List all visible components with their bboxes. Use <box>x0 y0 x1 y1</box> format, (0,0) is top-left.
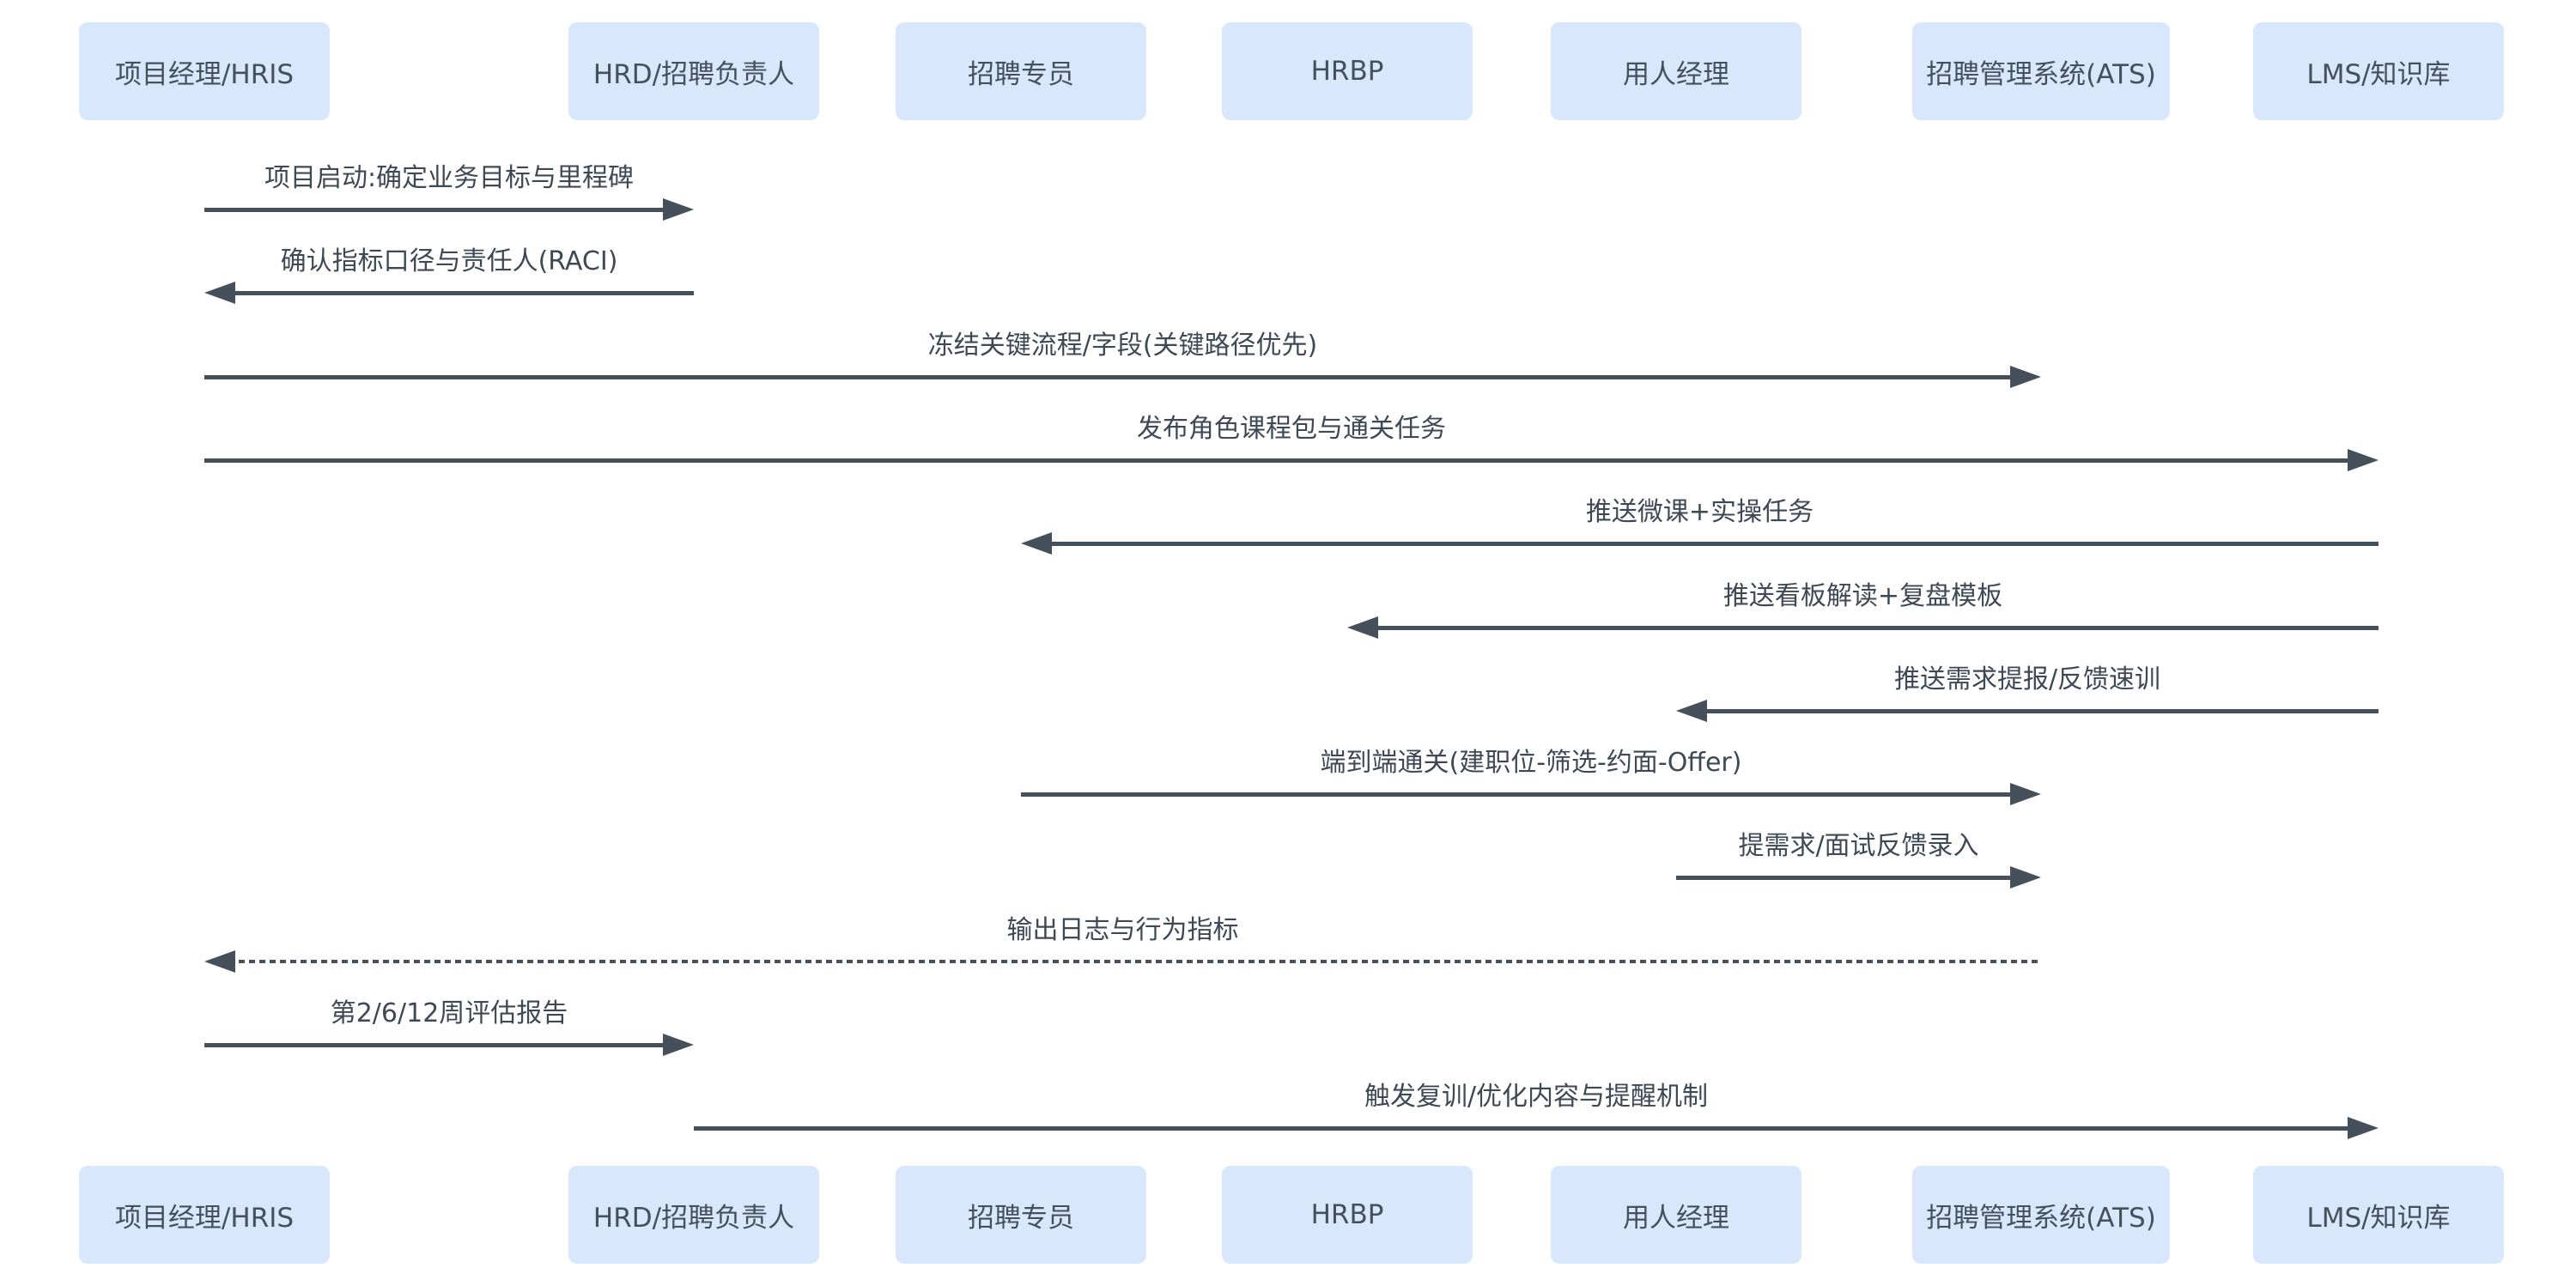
arrowhead-icon-2 <box>2010 366 2041 388</box>
message-label-0: 项目启动:确定业务目标与里程碑 <box>264 163 635 193</box>
actor-box-top-hiring-manager: 用人经理 <box>1551 22 1801 120</box>
message-line-3 <box>204 458 2354 463</box>
message-line-11 <box>694 1126 2354 1131</box>
message-line-7 <box>1021 792 2017 797</box>
arrowhead-icon-3 <box>2348 449 2379 471</box>
message-label-7: 端到端通关(建职位-筛选-约面-Offer) <box>1320 748 1742 778</box>
actor-label: 用人经理 <box>1623 1202 1729 1234</box>
actor-box-top-recruiter: 招聘专员 <box>896 22 1146 120</box>
actor-label: HRD/招聘负责人 <box>592 58 795 90</box>
message-line-0 <box>204 208 670 212</box>
actor-box-bottom-hrbp: HRBP <box>1222 1166 1473 1264</box>
message-label-10: 第2/6/12周评估报告 <box>330 998 568 1028</box>
message-label-6: 推送需求提报/反馈速训 <box>1893 664 2161 695</box>
actor-label: HRBP <box>1310 1199 1384 1230</box>
arrowhead-icon-1 <box>204 282 235 304</box>
arrowhead-icon-0 <box>663 198 694 221</box>
actor-box-top-lms-knowledge-base: LMS/知识库 <box>2253 22 2504 120</box>
arrowhead-icon-8 <box>2010 866 2041 889</box>
message-label-11: 触发复训/优化内容与提醒机制 <box>1364 1082 1709 1112</box>
arrowhead-icon-9 <box>204 950 235 973</box>
arrowhead-icon-6 <box>1676 700 1707 722</box>
actor-box-top-hrd-recruit-lead: HRD/招聘负责人 <box>568 22 819 120</box>
message-label-2: 冻结关键流程/字段(关键路径优先) <box>927 331 1318 361</box>
actor-label: LMS/知识库 <box>2306 58 2451 90</box>
message-label-1: 确认指标口径与责任人(RACI) <box>280 246 618 276</box>
actor-label: LMS/知识库 <box>2306 1202 2451 1234</box>
message-line-8 <box>1676 876 2017 880</box>
message-label-4: 推送微课+实操任务 <box>1585 497 1814 527</box>
actor-label: 招聘管理系统(ATS) <box>1926 58 2156 90</box>
arrowhead-icon-4 <box>1021 532 1052 555</box>
actor-box-top-ats: 招聘管理系统(ATS) <box>1912 22 2170 120</box>
actor-label: 招聘专员 <box>968 1202 1074 1234</box>
message-line-1 <box>228 291 694 295</box>
actor-label: HRD/招聘负责人 <box>592 1202 795 1234</box>
actor-label: HRBP <box>1310 56 1384 87</box>
actor-label: 招聘管理系统(ATS) <box>1926 1202 2156 1234</box>
actor-box-top-hrbp: HRBP <box>1222 22 1473 120</box>
actor-box-bottom-lms-knowledge-base: LMS/知识库 <box>2253 1166 2504 1264</box>
message-line-5 <box>1371 626 2379 630</box>
actor-label: 项目经理/HRIS <box>114 58 295 90</box>
message-line-10 <box>204 1043 670 1047</box>
message-line-9 <box>228 960 2041 963</box>
actor-box-bottom-hiring-manager: 用人经理 <box>1551 1166 1801 1264</box>
message-label-9: 输出日志与行为指标 <box>1006 915 1239 945</box>
message-label-8: 提需求/面试反馈录入 <box>1738 831 1979 861</box>
arrowhead-icon-7 <box>2010 783 2041 805</box>
message-label-5: 推送看板解读+复盘模板 <box>1722 581 2003 611</box>
message-line-4 <box>1045 542 2379 546</box>
actor-box-bottom-recruiter: 招聘专员 <box>896 1166 1146 1264</box>
actor-label: 用人经理 <box>1623 58 1729 90</box>
arrowhead-icon-10 <box>663 1034 694 1056</box>
message-line-6 <box>1700 709 2379 713</box>
actor-box-top-pm-hris: 项目经理/HRIS <box>79 22 330 120</box>
actor-box-bottom-ats: 招聘管理系统(ATS) <box>1912 1166 2170 1264</box>
actor-box-bottom-pm-hris: 项目经理/HRIS <box>79 1166 330 1264</box>
message-label-3: 发布角色课程包与通关任务 <box>1137 414 1446 444</box>
message-line-2 <box>204 375 2017 379</box>
actor-label: 招聘专员 <box>968 58 1074 90</box>
actor-label: 项目经理/HRIS <box>114 1202 295 1234</box>
arrowhead-icon-5 <box>1347 616 1378 639</box>
arrowhead-icon-11 <box>2348 1117 2379 1139</box>
actor-box-bottom-hrd-recruit-lead: HRD/招聘负责人 <box>568 1166 819 1264</box>
